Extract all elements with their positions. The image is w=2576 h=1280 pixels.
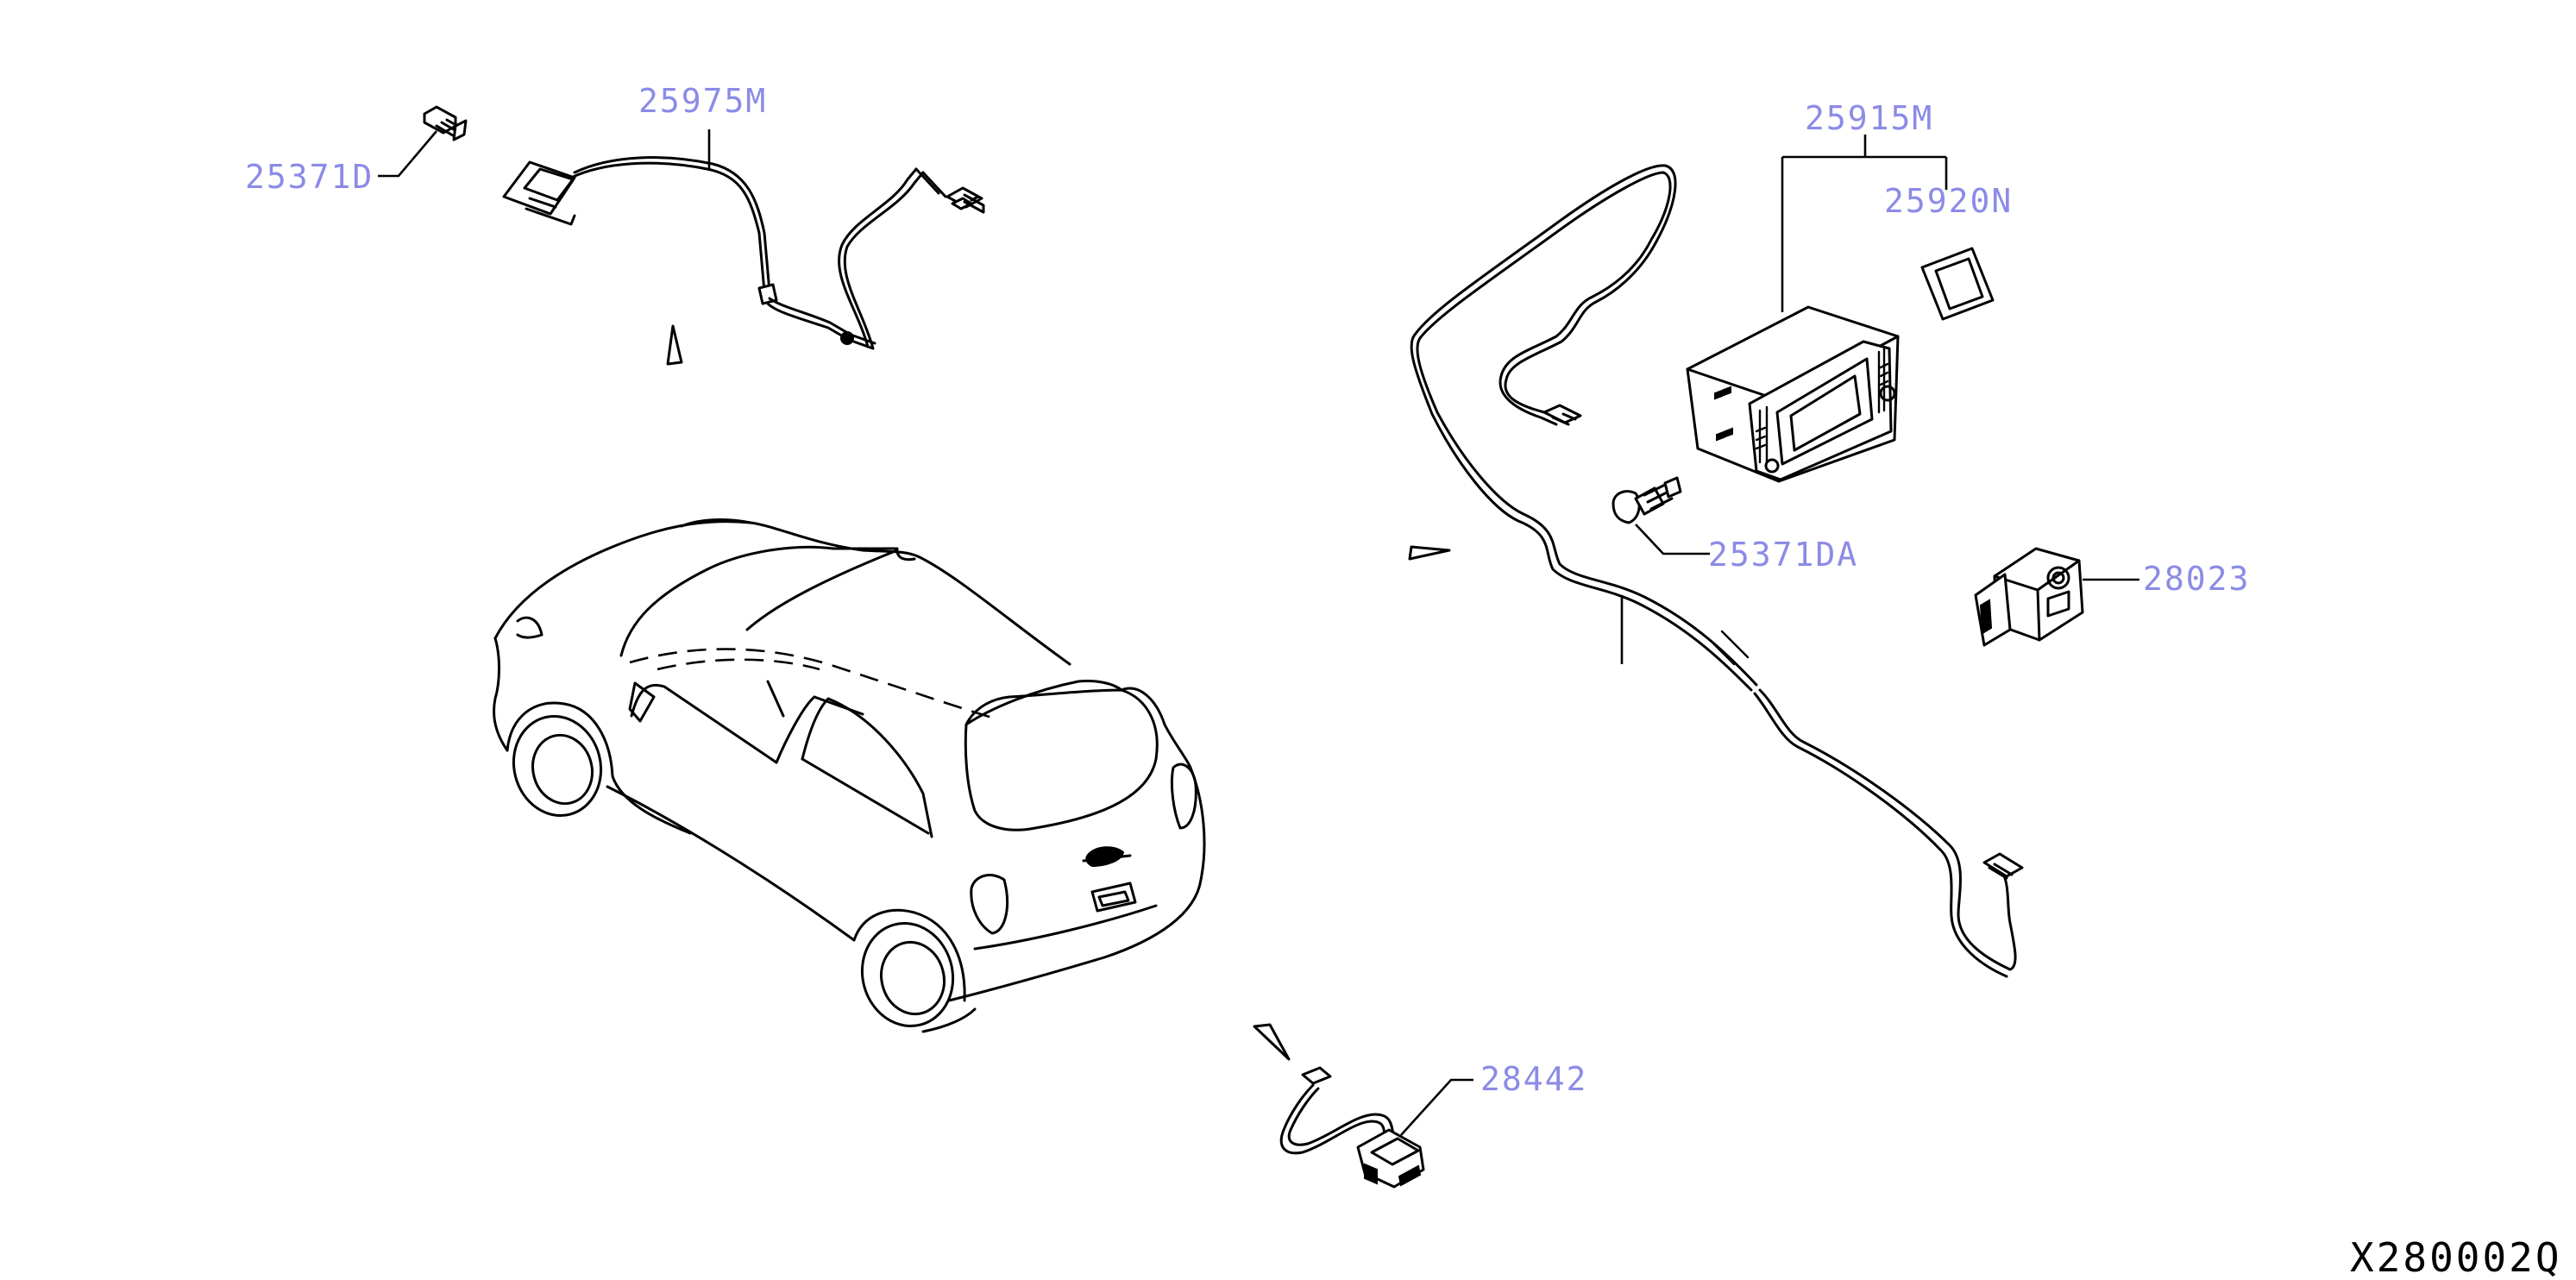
- navigation-unit-25915M: [1686, 305, 1900, 483]
- camera-28442: [1279, 1066, 1425, 1189]
- diagram-id: X280002Q: [2350, 1234, 2562, 1280]
- leader-28442: [1400, 1078, 1473, 1136]
- leader-25371D: [378, 130, 437, 178]
- switch-28023: [1974, 547, 2084, 647]
- card-25920N: [1920, 247, 1995, 321]
- bolt-25371D-icon: [423, 105, 468, 141]
- harness-25975M: [502, 156, 985, 350]
- vehicle-outline: [493, 518, 1206, 1033]
- view-arrow-middle-icon: [1408, 545, 1451, 561]
- harness-center: [1410, 164, 2024, 978]
- bolt-25371DA-icon: [1612, 476, 1682, 524]
- view-arrow-bottom-icon: [1253, 1023, 1291, 1061]
- label-25975M: 25975M: [638, 82, 767, 120]
- label-25371D: 25371D: [245, 158, 374, 196]
- label-25371DA: 25371DA: [1708, 536, 1858, 574]
- label-25221-faint: [1553, 651, 1574, 689]
- leader-25915M: [1781, 135, 1948, 312]
- leader-25371DA: [1635, 524, 1710, 555]
- label-25915M: 25915M: [1805, 99, 1933, 137]
- label-28442: 28442: [1480, 1060, 1587, 1098]
- label-28023: 28023: [2143, 560, 2250, 598]
- label-25920N: 25920N: [1884, 182, 2013, 220]
- view-arrow-top-icon: [666, 324, 683, 366]
